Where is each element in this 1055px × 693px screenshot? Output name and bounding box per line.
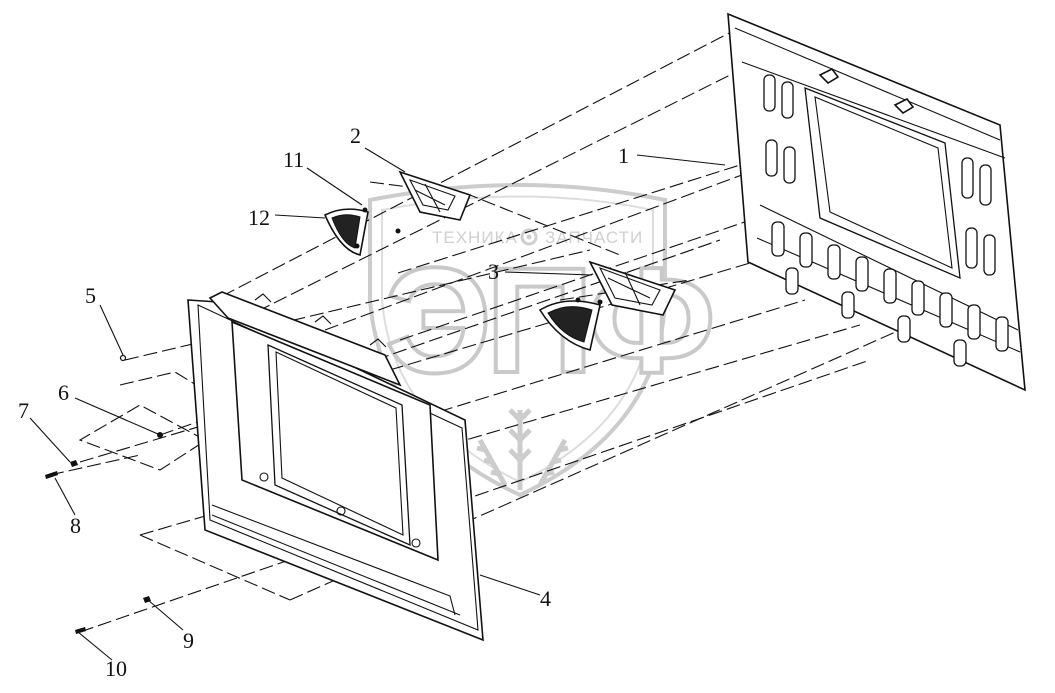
part-6-nut: [157, 432, 163, 438]
callout-7: 7: [18, 398, 29, 423]
part-2-bracket: [398, 170, 472, 221]
callout-3: 3: [488, 259, 499, 284]
leader-lines: [29, 147, 726, 661]
part-3-bracket: [588, 260, 677, 316]
gear-icon: [520, 228, 538, 246]
callout-10: 10: [105, 656, 127, 681]
watermark-text-right: ЗАПЧАСТИ: [545, 228, 643, 247]
part-7-washer: [70, 460, 78, 467]
callout-6: 6: [58, 380, 69, 405]
callout-5: 5: [85, 283, 96, 308]
callouts: 1 2 3 4 5 6 7 8 9 10 11 12: [18, 123, 629, 681]
part-8-screw: [45, 471, 58, 479]
part-1-rear-panel: [727, 12, 1026, 392]
grille-lower: [538, 297, 603, 351]
watermark-wheat: [476, 408, 569, 490]
part-12-grille-upper: [323, 207, 401, 256]
callout-4: 4: [540, 586, 551, 611]
callout-9: 9: [183, 628, 194, 653]
part-4-trim-panel: [187, 291, 484, 642]
part-5-washer: [119, 354, 127, 362]
callout-12: 12: [248, 205, 270, 230]
part-10-screw: [75, 627, 86, 634]
callout-11: 11: [283, 147, 304, 172]
callout-1: 1: [618, 143, 629, 168]
callout-8: 8: [70, 513, 81, 538]
callout-2: 2: [350, 123, 361, 148]
